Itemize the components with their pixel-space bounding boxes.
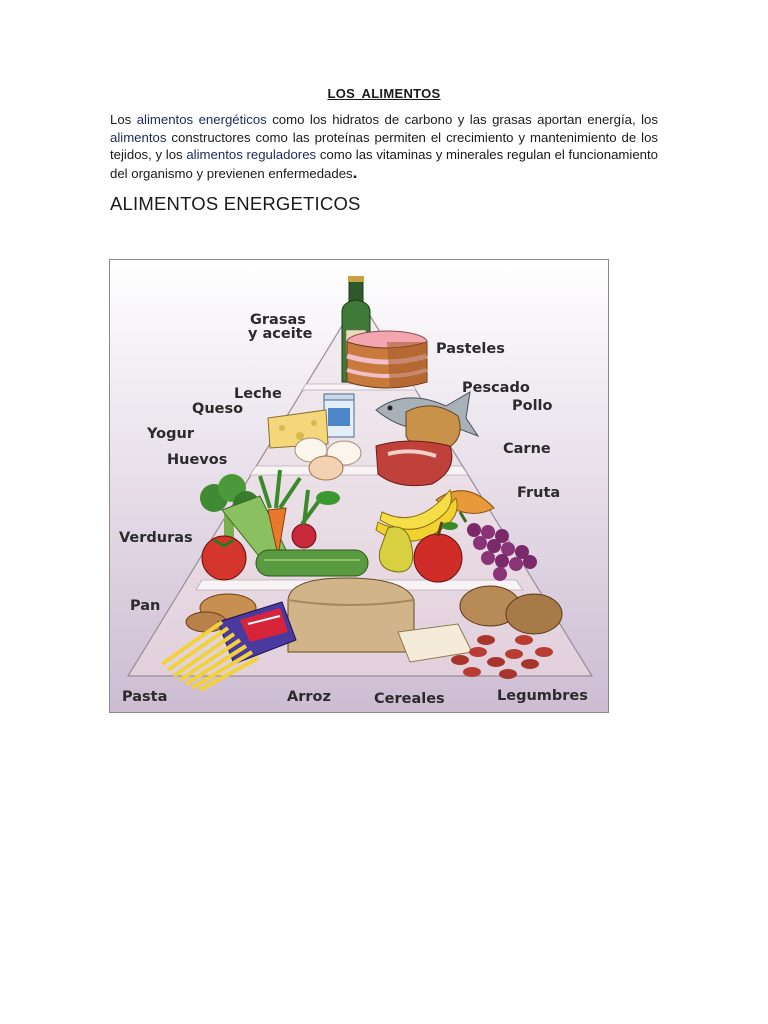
radish-icon — [291, 489, 340, 549]
intro-paragraph: Los alimentos energéticos como los hidra… — [110, 111, 658, 182]
document-title: LOS ALIMENTOS — [327, 86, 441, 101]
label-verduras: Verduras — [119, 530, 193, 546]
intro-text-3: constructores como las proteínas permite… — [110, 129, 658, 163]
label-grasas: Grasas — [250, 312, 306, 328]
label-carne: Carne — [503, 441, 551, 457]
label-fruta: Fruta — [517, 485, 560, 501]
cucumber-icon — [255, 549, 369, 577]
label-pescado: Pescado — [462, 380, 530, 396]
label-aceite: y aceite — [248, 326, 313, 342]
label-pasta: Pasta — [122, 689, 167, 705]
label-pasteles: Pasteles — [436, 341, 505, 357]
label-pan: Pan — [130, 598, 160, 614]
eggs-icon — [294, 437, 362, 481]
label-queso: Queso — [192, 401, 243, 417]
label-pollo: Pollo — [512, 398, 553, 414]
intro-text-4: como las vitaminas y minerales regulan e… — [110, 147, 658, 181]
bread-loaf-icon — [287, 577, 415, 653]
intro-text-1: Los — [110, 112, 137, 127]
link-alimentos-energeticos[interactable]: alimentos energéticos — [136, 112, 267, 127]
intro-period: . — [352, 162, 358, 182]
tomato-icon — [201, 535, 247, 581]
label-yogur: Yogur — [146, 426, 195, 442]
intro-text-2: como los hidratos de carbono y las grasa… — [266, 112, 658, 127]
milk-carton-icon — [323, 393, 355, 438]
beans-icon — [451, 635, 553, 679]
label-huevos: Huevos — [167, 452, 227, 468]
link-alimentos-reguladores[interactable]: alimentos reguladores — [186, 147, 317, 162]
pasta-icon — [160, 620, 259, 692]
food-pyramid-figure: Grasas y aceite Pasteles Leche Queso Pes… — [109, 259, 609, 713]
apple-icon — [413, 521, 463, 583]
label-leche: Leche — [234, 386, 282, 402]
grapes-icon — [458, 511, 537, 581]
food-pyramid-illustration: Grasas y aceite Pasteles Leche Queso Pes… — [110, 260, 608, 712]
cereal-box-icon — [217, 601, 297, 665]
pear-icon — [378, 526, 414, 573]
steak-icon — [375, 440, 453, 487]
label-cereales: Cereales — [374, 691, 445, 707]
link-alimentos[interactable]: alimentos — [110, 129, 167, 145]
potatoes-icon — [459, 585, 563, 635]
carrot-icon — [258, 469, 302, 557]
cake-icon — [346, 330, 428, 389]
label-legumbres: Legumbres — [497, 688, 588, 704]
label-arroz: Arroz — [287, 689, 331, 705]
section-heading: ALIMENTOS ENERGETICOS — [110, 193, 361, 214]
